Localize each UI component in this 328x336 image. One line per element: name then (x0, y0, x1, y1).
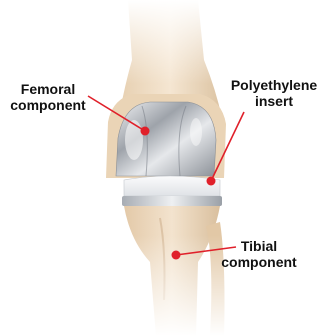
tibial-pointer-dot (172, 251, 181, 260)
tibial-component-label: Tibial component (216, 238, 302, 270)
femoral-label-line1: Femoral (6, 81, 90, 97)
tibial-label-line2: component (216, 254, 302, 270)
femoral-pointer-dot (141, 127, 150, 136)
femoral-component-label: Femoral component (6, 81, 90, 113)
polyethylene-label-line1: Polyethylene (222, 77, 326, 93)
tibial-label-line1: Tibial (216, 238, 302, 254)
femoral-label-line2: component (6, 97, 90, 113)
polyethylene-pointer-dot (207, 177, 216, 186)
polyethylene-label-line2: insert (222, 93, 326, 109)
polyethylene-insert-label: Polyethylene insert (222, 77, 326, 109)
